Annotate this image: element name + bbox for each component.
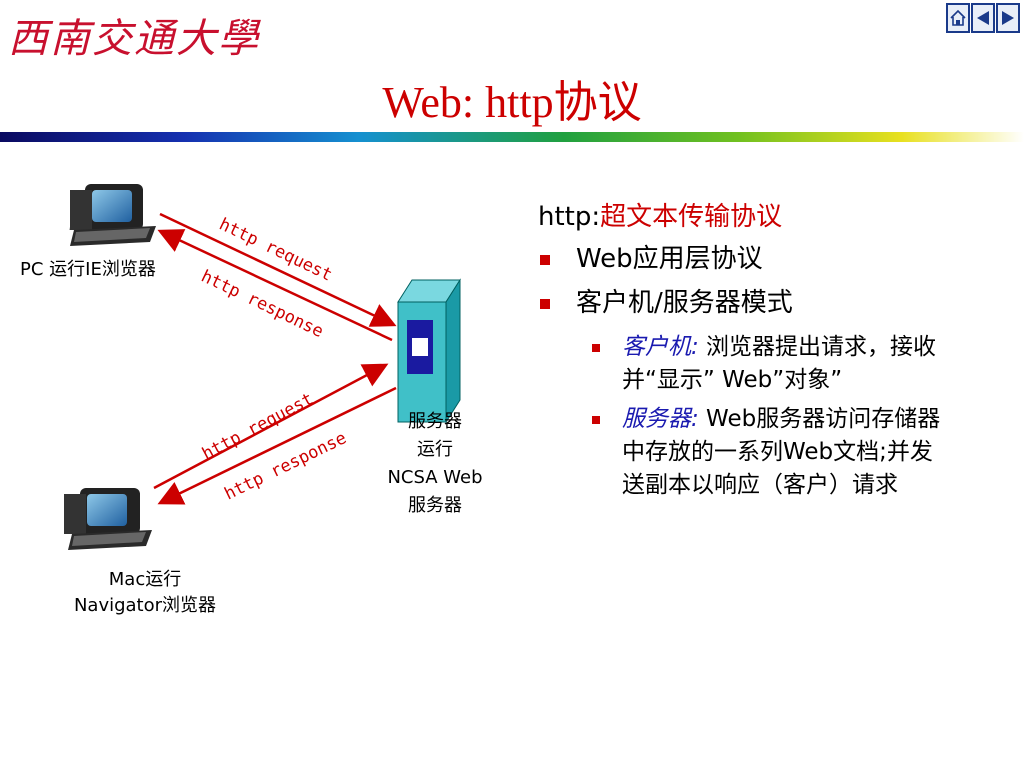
sub-bullet-server: 服务器: Web服务器访问存储器中存放的一系列Web文档;并发送副本以响应（客户… xyxy=(538,403,942,502)
university-logo: 西南交通大學 xyxy=(8,16,260,62)
previous-button[interactable] xyxy=(971,3,995,33)
server-text: Web服务器访问存储器中存放的一系列Web文档;并发送副本以响应（客户）请求 xyxy=(622,406,941,498)
pc-label: PC 运行IE浏览器 xyxy=(20,259,156,280)
bullet-web-layer: Web应用层协议 xyxy=(538,237,978,281)
server-term: 服务器: xyxy=(622,406,699,432)
slide-nav xyxy=(946,3,1021,37)
home-button[interactable] xyxy=(946,3,970,33)
client-term: 客户机: xyxy=(622,334,699,360)
mac-label-line1: Mac运行 xyxy=(108,569,182,590)
mac-computer-icon xyxy=(64,488,152,550)
heading-main: 超文本传输协议 xyxy=(600,202,783,232)
server-icon xyxy=(397,278,461,424)
slide-title: Web: http协议 xyxy=(382,78,642,127)
server-label-line1: 服务器 xyxy=(408,411,462,432)
content-panel: http:超文本传输协议 Web应用层协议 客户机/服务器模式 客户机: 浏览器… xyxy=(538,196,978,502)
content-heading: http:超文本传输协议 xyxy=(538,196,978,233)
pc-computer-icon xyxy=(69,184,156,246)
heading-prefix: http: xyxy=(538,202,601,232)
arrow-left-icon xyxy=(977,11,989,25)
home-icon xyxy=(950,9,966,26)
sub-bullet-client: 客户机: 浏览器提出请求，接收并“显示” Web”对象” xyxy=(538,331,942,397)
arrow-right-icon xyxy=(1002,11,1014,25)
bottom-response-arrow xyxy=(157,386,397,505)
client-server-diagram: http request http response http request … xyxy=(64,184,461,550)
server-label-line4: 服务器 xyxy=(408,495,462,516)
mac-label-line2: Navigator浏览器 xyxy=(73,595,217,616)
top-request-arrow xyxy=(159,212,397,327)
client-text: 浏览器提出请求，接收并“显示” Web”对象” xyxy=(622,334,937,393)
top-response-arrow xyxy=(157,229,393,342)
bottom-request-arrow xyxy=(153,363,389,490)
bullet-client-server: 客户机/服务器模式 xyxy=(538,281,978,325)
server-label-line2: 运行 xyxy=(417,439,453,460)
server-label-line3: NCSA Web xyxy=(387,467,483,488)
title-divider xyxy=(0,132,1024,142)
next-button[interactable] xyxy=(996,3,1020,33)
